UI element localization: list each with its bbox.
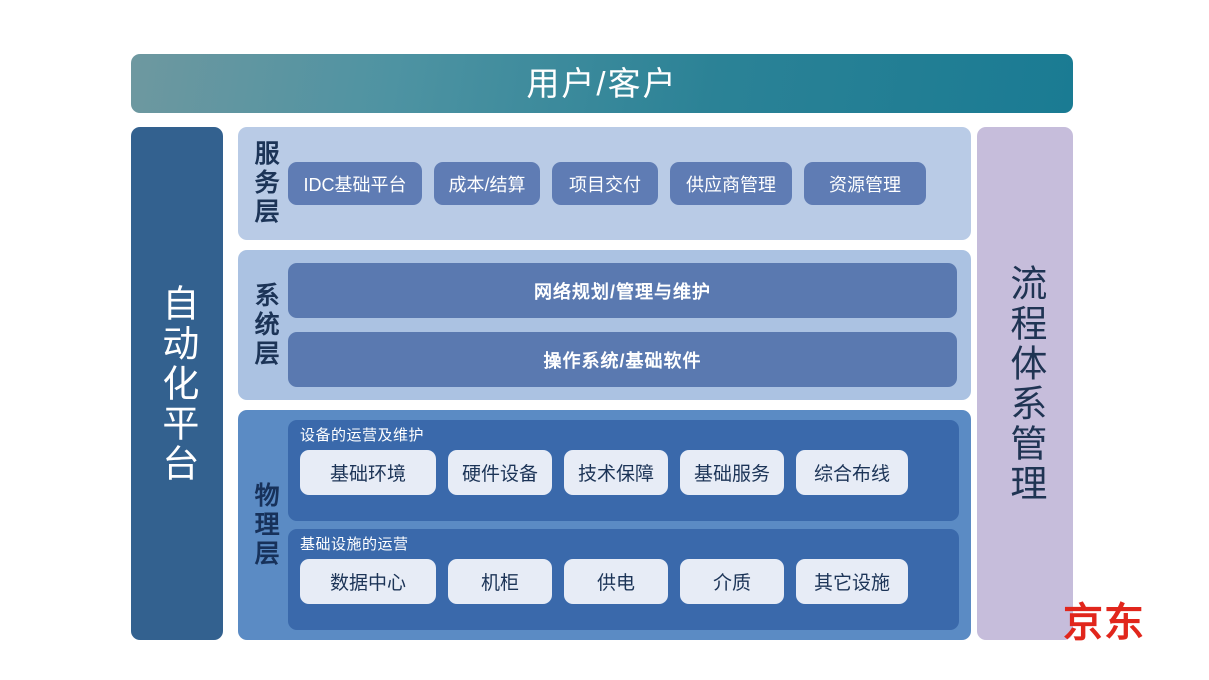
left-rail-automation-platform: 自动化平台 [131,127,223,640]
layer-system-label-wrap: 系统层 [242,263,288,387]
left-rail-label: 自动化平台 [156,283,198,484]
physical-item-media[interactable]: 介质 [680,559,784,604]
layer-physical-body: 设备的运营及维护 基础环境 硬件设备 技术保障 基础服务 综合布线 基础设施的运… [288,420,959,630]
layer-service-body: IDC基础平台 成本/结算 项目交付 供应商管理 资源管理 [288,133,961,234]
layer-system: 系统层 网络规划/管理与维护 操作系统/基础软件 [238,250,971,400]
service-item-idc-platform[interactable]: IDC基础平台 [288,162,422,205]
physical-item-basic-environment[interactable]: 基础环境 [300,450,436,495]
physical-subsection-title-infrastructure-ops: 基础设施的运营 [300,536,409,553]
right-rail-process-system-management: 流程体系管理 [977,127,1073,640]
physical-subsection-infrastructure-ops: 基础设施的运营 数据中心 机柜 供电 介质 其它设施 [288,529,959,630]
system-bar-network-planning[interactable]: 网络规划/管理与维护 [288,263,957,318]
physical-item-hardware-equipment[interactable]: 硬件设备 [448,450,552,495]
jd-logo: 京东 [1063,601,1145,645]
physical-pill-row-equipment-ops: 基础环境 硬件设备 技术保障 基础服务 综合布线 [300,450,947,495]
system-bar-os-basic-software[interactable]: 操作系统/基础软件 [288,332,957,387]
service-pill-row: IDC基础平台 成本/结算 项目交付 供应商管理 资源管理 [288,162,961,205]
physical-item-technical-support[interactable]: 技术保障 [564,450,668,495]
service-item-supplier-management[interactable]: 供应商管理 [670,162,792,205]
layer-physical-label: 物理层 [251,481,280,569]
layer-system-label: 系统层 [251,281,280,369]
physical-item-integrated-cabling[interactable]: 综合布线 [796,450,908,495]
service-item-resource-management[interactable]: 资源管理 [804,162,926,205]
service-item-project-delivery[interactable]: 项目交付 [552,162,658,205]
physical-item-other-facilities[interactable]: 其它设施 [796,559,908,604]
service-item-cost-settlement[interactable]: 成本/结算 [434,162,540,205]
layer-physical-label-wrap: 物理层 [242,420,288,630]
header-banner: 用户/客户 [131,54,1073,113]
layer-physical: 物理层 设备的运营及维护 基础环境 硬件设备 技术保障 基础服务 综合布线 基础… [238,410,971,640]
layer-service-label: 服务层 [251,140,280,227]
physical-item-power-supply[interactable]: 供电 [564,559,668,604]
physical-subsection-equipment-ops: 设备的运营及维护 基础环境 硬件设备 技术保障 基础服务 综合布线 [288,420,959,521]
layer-service-label-wrap: 服务层 [242,133,288,234]
layer-service: 服务层 IDC基础平台 成本/结算 项目交付 供应商管理 资源管理 [238,127,971,240]
physical-item-cabinet[interactable]: 机柜 [448,559,552,604]
layer-system-body: 网络规划/管理与维护 操作系统/基础软件 [288,263,957,387]
physical-item-basic-services[interactable]: 基础服务 [680,450,784,495]
right-rail-label: 流程体系管理 [1004,263,1046,504]
physical-subsection-title-equipment-ops: 设备的运营及维护 [300,427,425,444]
physical-pill-row-infrastructure-ops: 数据中心 机柜 供电 介质 其它设施 [300,559,947,604]
header-title: 用户/客户 [526,65,678,102]
physical-item-data-center[interactable]: 数据中心 [300,559,436,604]
